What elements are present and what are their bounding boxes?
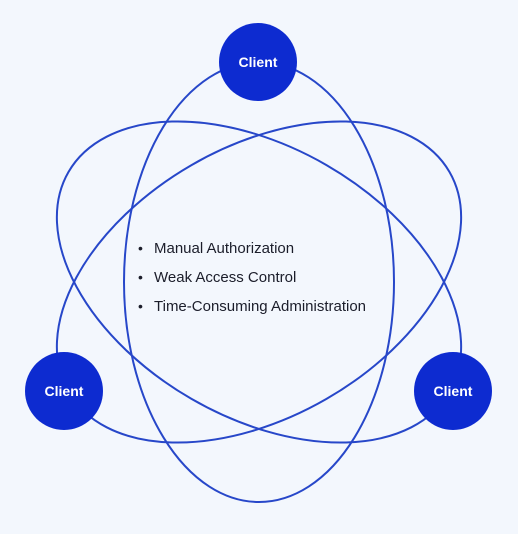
client-node-left: Client xyxy=(25,352,103,430)
issue-item-time-consuming-administration: • Time-Consuming Administration xyxy=(138,295,366,324)
issue-list: • Manual Authorization • Weak Access Contr… xyxy=(138,237,366,324)
issue-item-weak-access-control: • Weak Access Control xyxy=(138,266,366,295)
bullet-icon: • xyxy=(138,298,143,314)
issue-label: Time-Consuming Administration xyxy=(154,298,367,315)
client-node-right: Client xyxy=(414,352,492,430)
client-node-top: Client xyxy=(219,23,297,101)
issue-label: Manual Authorization xyxy=(154,240,295,257)
bullet-icon: • xyxy=(138,240,143,256)
issue-label: Weak Access Control xyxy=(154,269,297,286)
issue-item-manual-authorization: • Manual Authorization xyxy=(138,237,366,266)
bullet-icon: • xyxy=(138,269,143,285)
